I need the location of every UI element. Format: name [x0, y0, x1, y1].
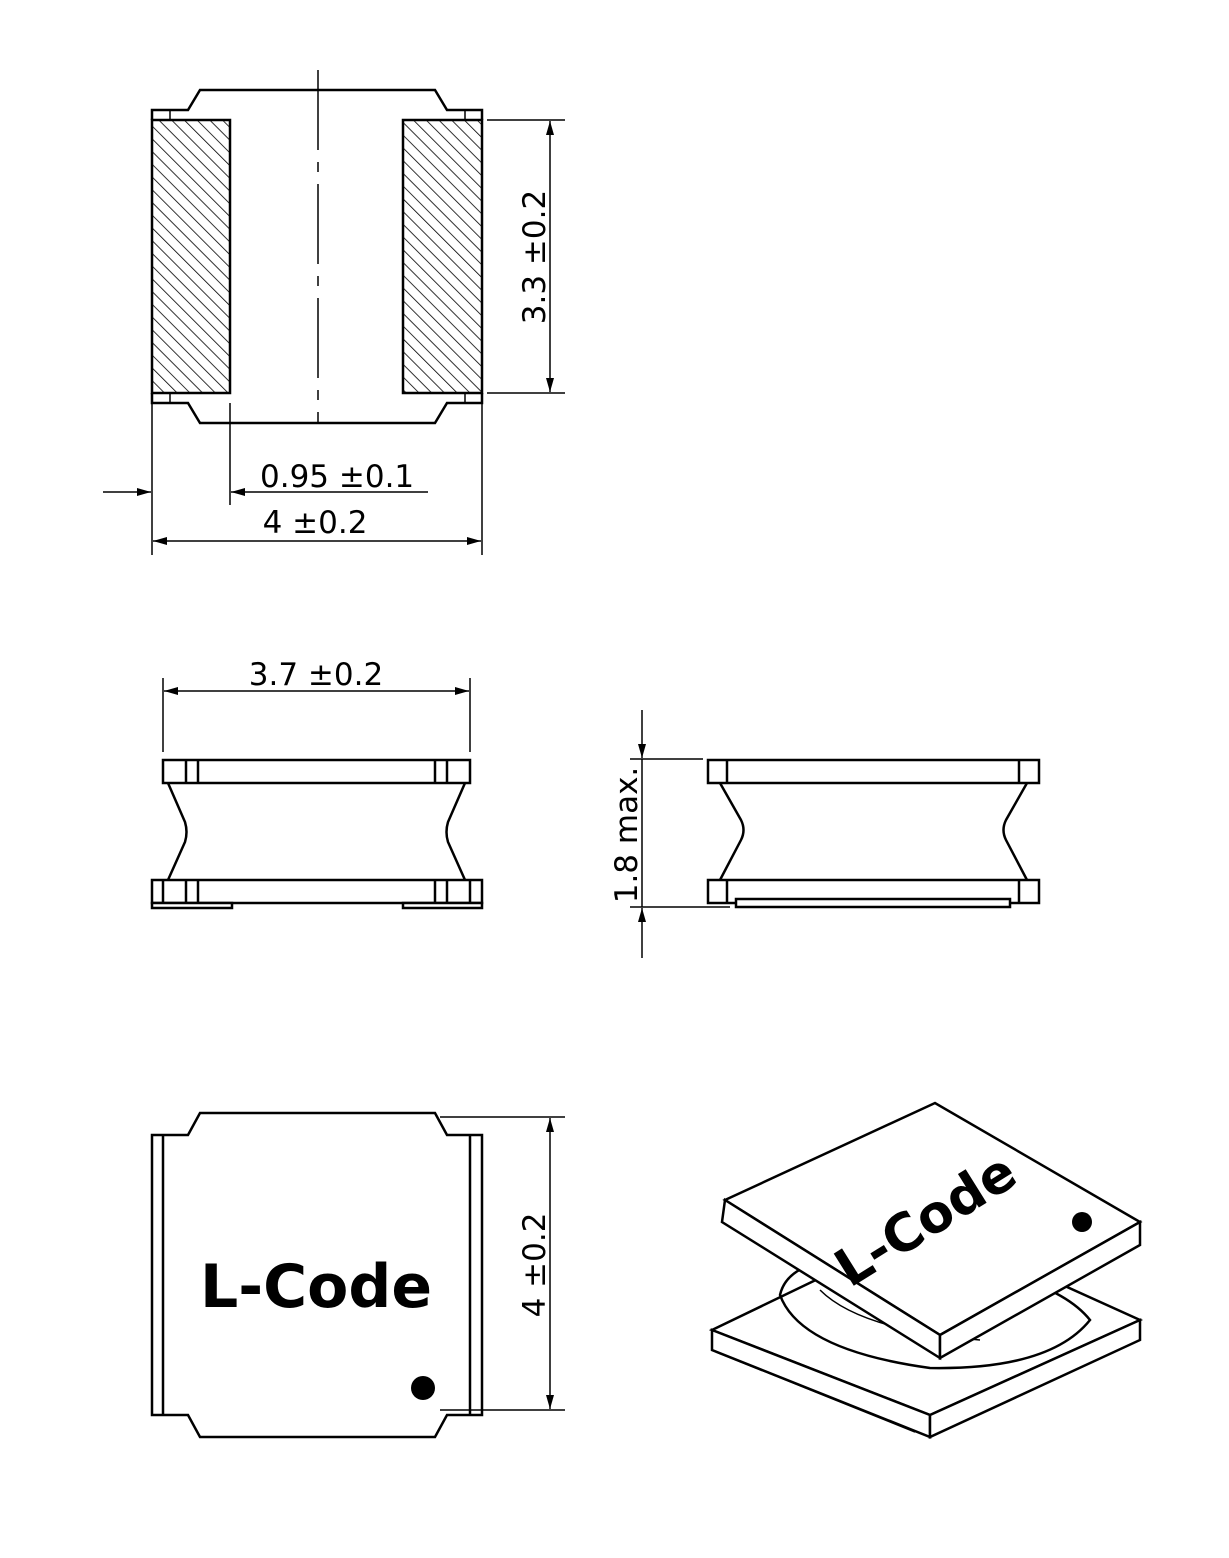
- left-pad: [150, 118, 232, 395]
- side-view-front: 3.7 ±0.2: [150, 657, 484, 910]
- marking-view: L-Code 4 ±0.2: [150, 1111, 565, 1439]
- dim-side-height: 1.8 max.: [609, 767, 645, 904]
- dim-pad-width: 0.95 ±0.1: [260, 459, 414, 495]
- side-view-right: 1.8 max.: [609, 710, 1041, 958]
- isometric-view: L-Code: [708, 1101, 1144, 1439]
- dim-side-length: 3.7 ±0.2: [249, 657, 383, 693]
- dim-top-height: 3.3 ±0.2: [517, 190, 553, 324]
- iso-polarity-dot: [1072, 1212, 1092, 1232]
- pad-view: 3.3 ±0.2 0.95 ±0.1 4 ±0.2: [103, 70, 565, 555]
- polarity-dot: [411, 1376, 435, 1400]
- marking-label: L-Code: [200, 1252, 432, 1322]
- right-pad: [401, 118, 484, 395]
- dim-bottom-width: 4 ±0.2: [517, 1213, 553, 1318]
- dim-top-width: 4 ±0.2: [263, 505, 368, 541]
